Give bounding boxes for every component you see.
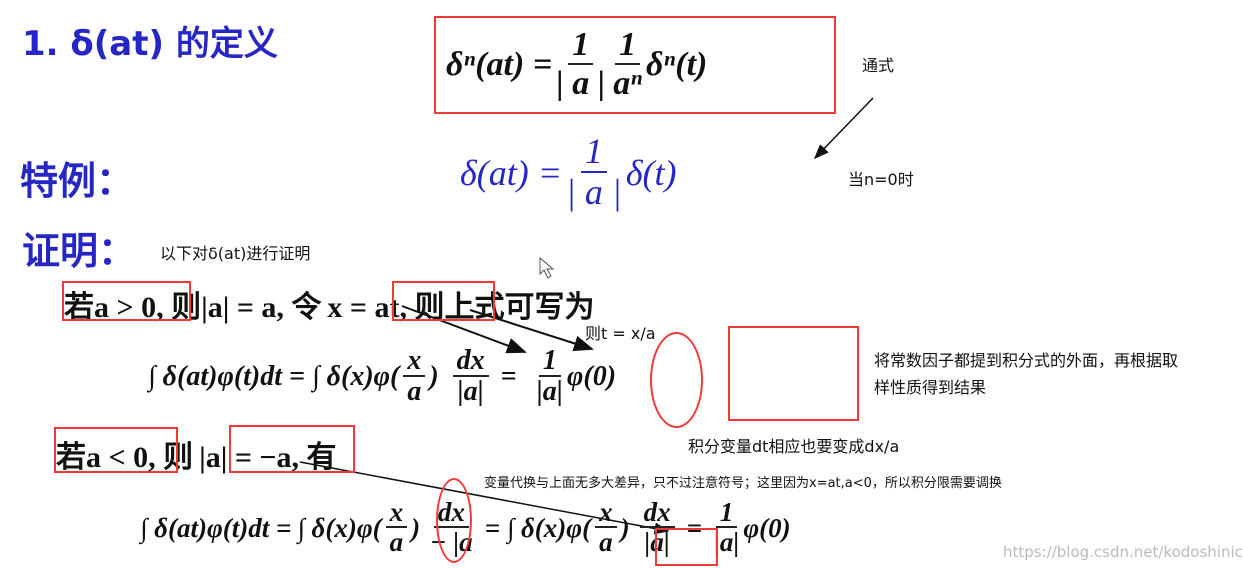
abs-value-box bbox=[229, 425, 355, 473]
general-note: 通式 bbox=[862, 56, 895, 75]
integral-lhs: ∫ δ(at)φ(t)dt = ∫ δ(x)φ( bbox=[148, 361, 400, 392]
case-text: , 则 bbox=[148, 441, 194, 474]
denominator: | a | bbox=[556, 65, 606, 103]
denominator: a bbox=[599, 527, 613, 558]
fraction: 1|a| bbox=[537, 346, 563, 408]
neg-note: 变量代换与上面无多大差异，只不过注意符号；这里因为x=at,a<0，所以积分限需… bbox=[484, 476, 1002, 491]
numerator: x bbox=[595, 498, 617, 529]
section-title: 1. δ(at) 的定义 bbox=[22, 24, 278, 64]
negative-a-box bbox=[655, 528, 718, 566]
formula-lhs: δⁿ(at) = bbox=[446, 46, 553, 83]
fraction: dx|a| bbox=[639, 498, 675, 558]
paren: ) bbox=[620, 512, 630, 543]
fraction: 1| a | bbox=[566, 132, 622, 212]
general-formula-box bbox=[434, 16, 836, 114]
integral-lhs: ∫ δ(at)φ(t)dt = bbox=[140, 512, 292, 543]
equals: = bbox=[500, 361, 517, 392]
result-box bbox=[728, 326, 859, 421]
result: φ(0) bbox=[743, 512, 791, 543]
dt-note: 积分变量dt相应也要变成dx/a bbox=[688, 437, 900, 456]
case-text: , 则|a| = a, 令 bbox=[156, 291, 322, 324]
denominator: a bbox=[407, 376, 422, 408]
arrow-x-substitution bbox=[401, 305, 527, 354]
equals-integral: = ∫ δ(x)φ( bbox=[484, 512, 592, 543]
special-formula: δ(at) = 1| a | δ(t) bbox=[460, 125, 677, 220]
numerator: dx bbox=[452, 346, 489, 378]
arrow-negative-a bbox=[299, 461, 670, 535]
condition-box bbox=[62, 281, 191, 321]
fraction: 1|a| bbox=[714, 498, 739, 558]
proof-label: 证明： bbox=[22, 229, 137, 273]
numerator: x bbox=[403, 346, 426, 378]
denominator: |a| bbox=[713, 527, 740, 558]
fraction: dx|a| bbox=[452, 346, 489, 408]
denominator: |a| bbox=[644, 527, 670, 558]
denominator: a bbox=[389, 527, 404, 558]
condition-positive: 若a > 0 bbox=[64, 291, 157, 324]
t-note: 则t = x/a bbox=[585, 324, 656, 343]
dx-ellipse bbox=[650, 332, 703, 428]
formula-lhs: δ(at) = bbox=[460, 152, 563, 193]
denominator: |a| bbox=[536, 376, 563, 408]
equals: = bbox=[686, 512, 702, 543]
case-text: , 则上式可写为 bbox=[399, 291, 595, 324]
arrow-general-to-special bbox=[813, 97, 874, 160]
abs-value: |a| = −a bbox=[199, 441, 292, 474]
substitution: x = at bbox=[327, 291, 400, 324]
paren: ) bbox=[429, 361, 439, 392]
formula-rhs: δⁿ(t) bbox=[646, 46, 708, 83]
condition-box bbox=[54, 427, 178, 473]
numerator: 1 bbox=[580, 132, 607, 173]
case-negative-line: 若a < 0, 则|a| = −a, 有 bbox=[56, 432, 337, 476]
numerator: 1 bbox=[538, 346, 561, 378]
special-case-label: 特例： bbox=[20, 159, 135, 203]
arrow-at-substitution bbox=[469, 309, 594, 352]
const-note-line2: 样性质得到结果 bbox=[874, 378, 987, 397]
denominator: | a | bbox=[566, 171, 622, 212]
numerator: 1 bbox=[568, 27, 594, 66]
numerator: 1 bbox=[615, 27, 641, 66]
watermark: https://blog.csdn.net/kodoshinichi bbox=[1003, 543, 1243, 561]
numerator: 1 bbox=[715, 498, 738, 529]
integral-mid: ∫ δ(x)φ( bbox=[297, 512, 382, 543]
numerator: dx bbox=[639, 498, 675, 529]
result: φ(0) bbox=[566, 361, 617, 392]
mouse-cursor-icon bbox=[539, 256, 555, 279]
case-text: , 有 bbox=[291, 441, 337, 474]
fraction: 1| a | bbox=[556, 27, 605, 102]
denominator: aⁿ bbox=[613, 65, 643, 103]
substitution-box bbox=[392, 281, 495, 321]
proof-note: 以下对δ(at)进行证明 bbox=[160, 244, 311, 263]
numerator: x bbox=[385, 498, 408, 529]
limits-ellipse bbox=[436, 478, 472, 563]
paren: ) bbox=[411, 512, 421, 543]
formula-rhs: δ(t) bbox=[625, 152, 677, 193]
const-note-line1: 将常数因子都提到积分式的外面，再根据取 bbox=[874, 351, 1179, 370]
condition-negative: 若a < 0 bbox=[56, 441, 149, 474]
denominator: |a| bbox=[457, 376, 484, 408]
n0-note: 当n=0时 bbox=[848, 170, 914, 189]
